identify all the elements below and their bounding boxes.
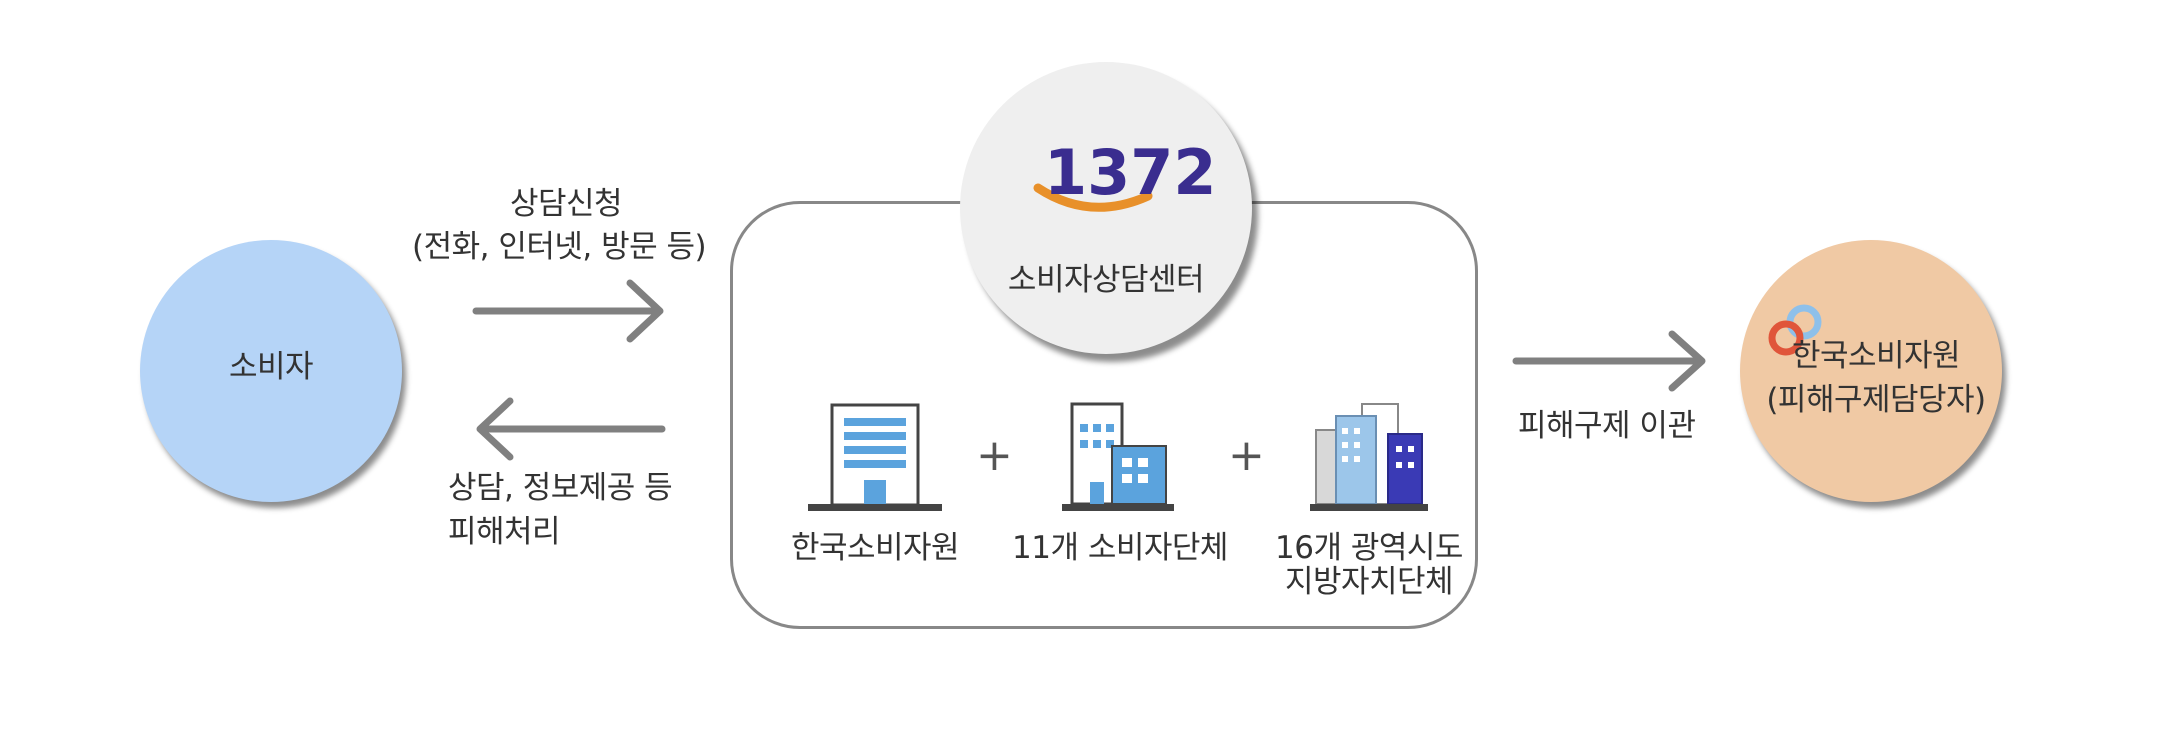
- request-label: 상담신청: [510, 186, 623, 222]
- response-arrow-icon: [476, 397, 666, 461]
- response-label: 상담, 정보제공 등: [448, 470, 673, 506]
- plus-sign-2: +: [1228, 430, 1265, 481]
- response-detail-label: 피해처리: [448, 514, 561, 550]
- kca-label: 한국소비자원 (피해구제담당자): [1745, 334, 2007, 422]
- member-label-kca: 한국소비자원: [790, 530, 960, 566]
- transfer-arrow-icon: [1512, 330, 1706, 392]
- member-label-local-governments-line1: 16개 광역시도: [1275, 530, 1463, 566]
- building-icon: [808, 403, 942, 511]
- kca-name: 한국소비자원: [1791, 338, 1961, 374]
- center-label: 소비자상담센터: [1007, 262, 1205, 298]
- request-arrow-icon: [472, 279, 664, 343]
- logo-text: 1372: [1044, 136, 1217, 209]
- member-label-local-governments-line2: 지방자치단체: [1284, 564, 1454, 600]
- plus-sign-1: +: [976, 430, 1013, 481]
- logo-1372-icon: 1372: [1033, 136, 1217, 212]
- city-buildings-icon: [1310, 403, 1428, 511]
- consumer-node: [140, 240, 402, 502]
- office-building-icon: [1062, 402, 1174, 511]
- kca-damage-relief-node: [1740, 240, 2002, 502]
- transfer-label: 피해구제 이관: [1518, 408, 1696, 444]
- kca-logo-icon: [1768, 304, 1822, 356]
- consumer-label: 소비자: [228, 349, 314, 385]
- kca-role: (피해구제담당자): [1766, 382, 1986, 418]
- member-label-consumer-groups: 11개 소비자단체: [1012, 530, 1228, 566]
- request-channels-label: (전화, 인터넷, 방문 등): [412, 229, 707, 265]
